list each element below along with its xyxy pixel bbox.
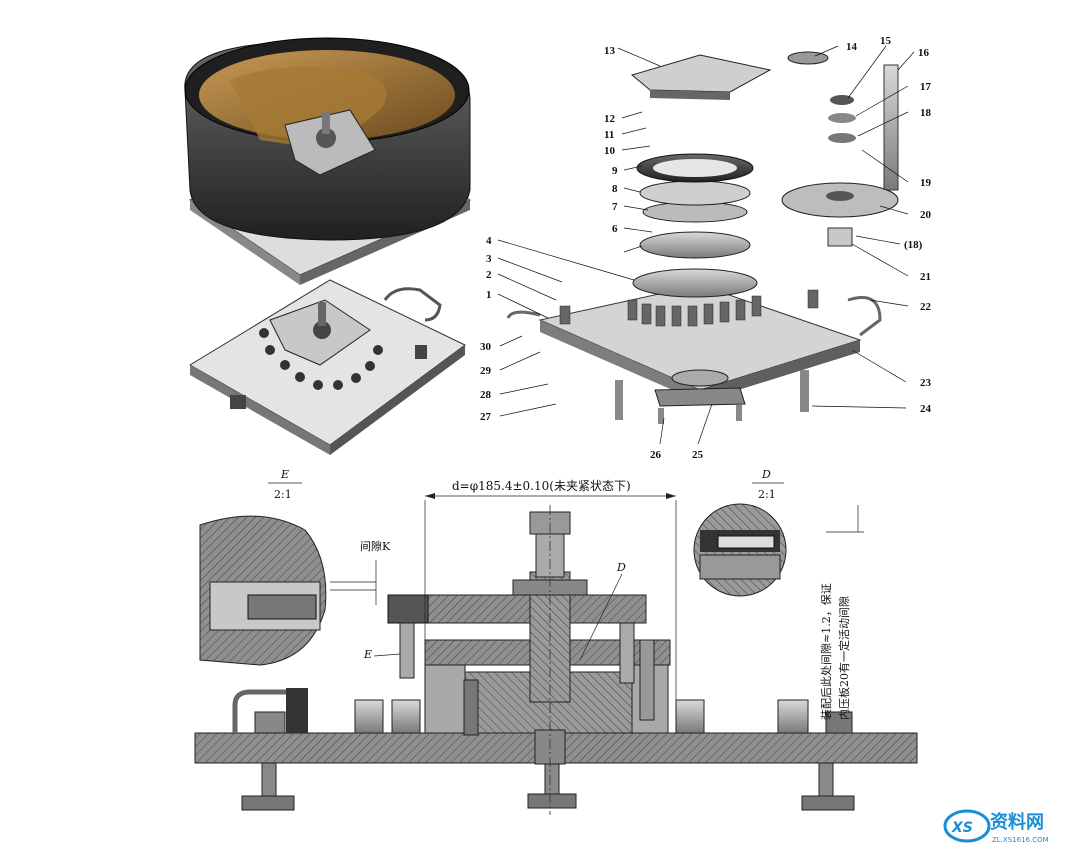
callout-21: 21 <box>920 271 931 283</box>
callout-18-ref: (18) <box>904 239 923 251</box>
detail-D-scale: 2:1 <box>758 488 776 501</box>
detail-E-gap-label: 间隙K <box>360 539 391 553</box>
callout-14: 14 <box>846 41 858 53</box>
fixture-base-render <box>189 279 466 455</box>
exploded-view <box>506 51 899 424</box>
detail-E-scale: 2:1 <box>274 488 292 501</box>
callout-2: 2 <box>486 269 492 281</box>
callout-23: 23 <box>920 377 932 389</box>
callout-3: 3 <box>486 253 492 265</box>
callout-20: 20 <box>920 209 932 221</box>
diameter-dimension: d=φ185.4±0.10(未夹紧状态下) <box>452 479 631 493</box>
callout-19: 19 <box>920 177 932 189</box>
section-label-D: D <box>616 561 626 574</box>
callout-6: 6 <box>612 223 618 235</box>
callout-10: 10 <box>604 145 616 157</box>
assembly-gap-note-line1: 装配后此处间隙≈1.2，保证 <box>819 583 833 720</box>
callout-25: 25 <box>692 449 704 461</box>
section-label-E: E <box>363 648 372 661</box>
callout-7: 7 <box>612 201 618 213</box>
callout-22: 22 <box>920 301 932 313</box>
watermark-text: 资料网 <box>990 811 1044 833</box>
callout-9: 9 <box>612 165 618 177</box>
callout-16: 16 <box>918 47 930 59</box>
watermark-url: ZL.XS1616.COM <box>992 836 1049 844</box>
callout-18: 18 <box>920 107 932 119</box>
callout-15: 15 <box>880 35 892 47</box>
detail-E: E 2:1 间隙K <box>199 468 391 666</box>
callout-12: 12 <box>604 113 616 125</box>
callout-leaders <box>497 45 915 445</box>
callout-30: 30 <box>480 341 492 353</box>
callout-labels: 13 14 15 16 17 18 12 11 10 9 8 19 7 20 6… <box>480 35 932 461</box>
detail-D-letter: D <box>761 468 771 481</box>
callout-1: 1 <box>486 289 492 301</box>
callout-13: 13 <box>604 45 616 57</box>
callout-11: 11 <box>604 129 614 141</box>
callout-24: 24 <box>920 403 932 415</box>
detail-E-letter: E <box>280 468 289 481</box>
callout-8: 8 <box>612 183 618 195</box>
assembly-gap-note-line2: 内压板20有一定活动间隙 <box>837 596 851 720</box>
callout-4: 4 <box>486 235 492 247</box>
callout-29: 29 <box>480 365 492 377</box>
section-view: d=φ185.4±0.10(未夹紧状态下) D E 装配后此处间隙≈1.2，保证… <box>194 479 918 815</box>
svg-text:XS: XS <box>951 820 973 836</box>
watermark: XS 资料网 ZL.XS1616.COM <box>943 809 1049 844</box>
callout-26: 26 <box>650 449 662 461</box>
callout-28: 28 <box>480 389 492 401</box>
callout-17: 17 <box>920 81 932 93</box>
detail-D: D 2:1 <box>693 468 787 597</box>
housing-assembly-render <box>184 37 472 285</box>
callout-27: 27 <box>480 411 492 423</box>
